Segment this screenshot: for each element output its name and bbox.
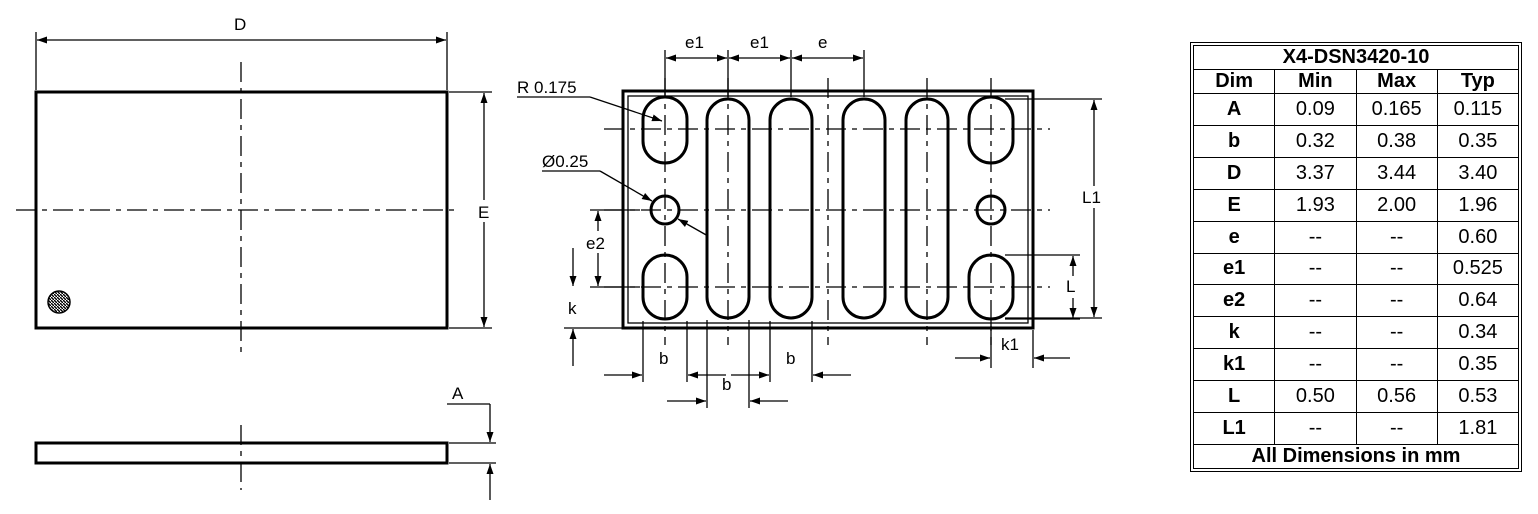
- table-cell-value: 0.53: [1436, 380, 1520, 414]
- table-footer-row: All Dimensions in mm: [1193, 444, 1519, 469]
- radius-leader: [589, 96, 663, 122]
- bottom-view: e1 e1 e R 0.175 Ø0.25 e2 k L: [517, 33, 1108, 408]
- table-cell-dim: e: [1192, 220, 1276, 254]
- table-cell-value: 0.165: [1355, 93, 1438, 126]
- pad-small-bottom-left: [641, 253, 689, 321]
- table-footer: All Dimensions in mm: [1193, 444, 1519, 469]
- table-cell-value: --: [1355, 252, 1438, 286]
- table-row: k1----0.35: [1192, 348, 1520, 382]
- table-cell-value: --: [1274, 220, 1357, 254]
- dimension-k1-label: k1: [1001, 335, 1019, 354]
- dimension-b-label-3: b: [786, 349, 795, 368]
- table-header-row: Dim Min Max Typ: [1192, 69, 1520, 94]
- header-typ: Typ: [1436, 69, 1520, 94]
- table-cell-value: 2.00: [1355, 188, 1438, 222]
- table-cell-value: 1.96: [1436, 188, 1520, 222]
- table-cell-value: --: [1355, 412, 1438, 445]
- table-cell-dim: D: [1192, 156, 1276, 190]
- dimension-A-label: A: [452, 384, 464, 403]
- radius-note: R 0.175: [517, 78, 577, 97]
- table-row: e1----0.525: [1192, 252, 1520, 286]
- table-cell-dim: L: [1192, 380, 1276, 414]
- table-cell-value: 0.34: [1436, 316, 1520, 350]
- header-max: Max: [1355, 69, 1438, 94]
- table-cell-value: 0.115: [1436, 93, 1520, 126]
- table-cell-value: --: [1274, 284, 1357, 318]
- table-cell-value: 0.35: [1436, 124, 1520, 158]
- hole-leader-inner: [677, 218, 709, 237]
- table-cell-dim: e1: [1192, 252, 1276, 286]
- table-cell-value: 1.81: [1436, 412, 1520, 445]
- table-cell-dim: b: [1192, 124, 1276, 158]
- table-cell-value: 0.32: [1274, 124, 1357, 158]
- table-cell-value: --: [1274, 252, 1357, 286]
- table-cell-value: --: [1274, 316, 1357, 350]
- table-row: e2----0.64: [1192, 284, 1520, 318]
- pad-long-3: [841, 97, 887, 320]
- top-view: D E: [16, 15, 494, 356]
- dimension-L-label: L: [1066, 277, 1075, 296]
- pad-long-2: [768, 97, 814, 320]
- hole-diameter-note: Ø0.25: [542, 152, 588, 171]
- table-cell-value: 1.93: [1274, 188, 1357, 222]
- table-row: e----0.60: [1192, 220, 1520, 254]
- table-cell-value: 0.50: [1274, 380, 1357, 414]
- table-row: k----0.34: [1192, 316, 1520, 350]
- table-cell-dim: e2: [1192, 284, 1276, 318]
- dimension-e-label: e: [818, 33, 827, 52]
- table-cell-value: 0.56: [1355, 380, 1438, 414]
- table-cell-dim: A: [1192, 93, 1276, 126]
- table-cell-value: --: [1274, 412, 1357, 445]
- table-cell-value: 3.44: [1355, 156, 1438, 190]
- table-cell-value: 0.60: [1436, 220, 1520, 254]
- table-cell-dim: E: [1192, 188, 1276, 222]
- table-cell-value: 3.37: [1274, 156, 1357, 190]
- pad-long-4: [904, 97, 950, 320]
- header-min: Min: [1274, 69, 1357, 94]
- dimension-k-label: k: [568, 299, 577, 318]
- dimension-e1-label-1: e1: [685, 33, 704, 52]
- table-cell-value: --: [1355, 316, 1438, 350]
- table-title-row: X4-DSN3420-10: [1193, 45, 1519, 70]
- dimension-b-label-2: b: [722, 375, 731, 394]
- dimension-e1-label-2: e1: [750, 33, 769, 52]
- table-cell-value: --: [1355, 348, 1438, 382]
- table-cell-value: 0.64: [1436, 284, 1520, 318]
- table-cell-value: 3.40: [1436, 156, 1520, 190]
- via-hole-left: [649, 194, 681, 226]
- table-cell-value: --: [1355, 284, 1438, 318]
- table-title: X4-DSN3420-10: [1193, 45, 1519, 70]
- table-cell-dim: k1: [1192, 348, 1276, 382]
- side-view: A: [34, 384, 496, 500]
- table-cell-dim: L1: [1192, 412, 1276, 445]
- dimension-b-label-1: b: [659, 349, 668, 368]
- via-hole-right: [975, 194, 1007, 226]
- pin1-marker-dot: [47, 290, 71, 314]
- pad-long-1: [705, 97, 751, 320]
- dimension-e2-label: e2: [586, 234, 605, 253]
- table-cell-value: 0.09: [1274, 93, 1357, 126]
- table-cell-value: 0.35: [1436, 348, 1520, 382]
- dimension-D-label: D: [234, 15, 246, 34]
- pad-small-top-right: [967, 95, 1015, 165]
- dimension-E-label: E: [478, 203, 489, 222]
- table-row: L1----1.81: [1192, 412, 1520, 445]
- header-dim: Dim: [1192, 69, 1276, 94]
- table-cell-value: 0.38: [1355, 124, 1438, 158]
- table-cell-dim: k: [1192, 316, 1276, 350]
- table-cell-value: --: [1355, 220, 1438, 254]
- table-cell-value: 0.525: [1436, 252, 1520, 286]
- dimension-L1-label: L1: [1082, 188, 1101, 207]
- hole-leader-outer: [599, 170, 653, 202]
- table-cell-value: --: [1274, 348, 1357, 382]
